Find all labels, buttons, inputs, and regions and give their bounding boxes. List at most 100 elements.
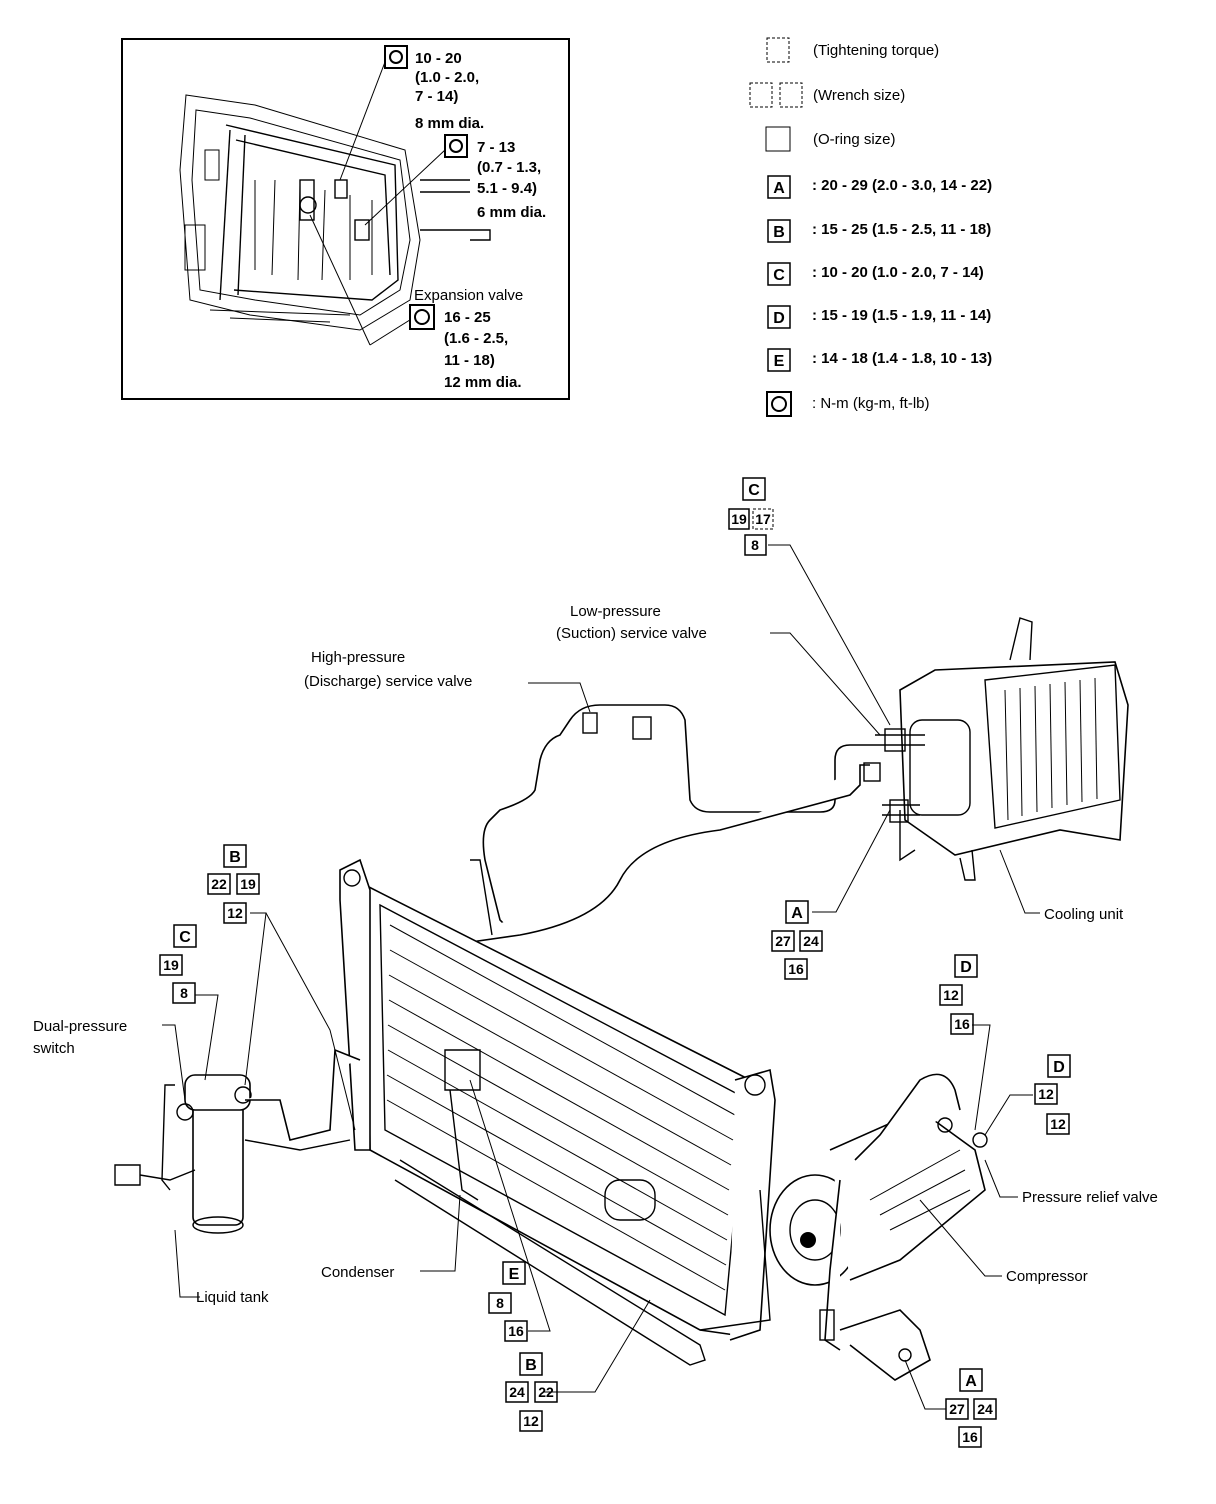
label-low-pressure-line2: (Suction) service valve (556, 625, 707, 642)
inset-torque-middle-line4: 6 mm dia. (477, 204, 546, 221)
callout-wrench-2: 19 (240, 876, 256, 892)
callout-wrench-1: 12 (1038, 1086, 1054, 1102)
inset-torque-middle-line2: (0.7 - 1.3, (477, 159, 541, 176)
compressor-drawing (699, 1073, 988, 1381)
legend-letter-d: D (773, 310, 785, 327)
callout-cooling-unit-joint: A 27 24 16 (771, 900, 823, 980)
inset-torque-lower-line2: (1.6 - 2.5, (444, 330, 508, 347)
callout-wrench-2: 22 (538, 1384, 554, 1400)
callout-letter: D (960, 959, 972, 976)
inset-torque-lower-line4: 12 mm dia. (444, 374, 522, 391)
callout-letter: B (229, 849, 241, 866)
liquid-tank-drawing (114, 1048, 361, 1234)
callout-wrench-1: 22 (211, 876, 227, 892)
tightening-torque-icon (766, 37, 790, 63)
legend-row-c: C : 10 - 20 (1.0 - 2.0, 7 - 14) (767, 262, 984, 286)
label-cooling-unit: Cooling unit (1044, 906, 1124, 923)
torque-icon (444, 134, 468, 158)
label-dual-pressure-line2: switch (33, 1040, 75, 1057)
callout-suction-valve: C 19 17 8 (728, 477, 774, 556)
callout-oring: 8 (751, 537, 759, 553)
callout-letter: A (965, 1373, 977, 1390)
legend-row-e: E : 14 - 18 (1.4 - 1.8, 10 - 13) (767, 348, 992, 372)
callout-letter: B (525, 1357, 537, 1374)
callout-oring: 16 (962, 1429, 978, 1445)
label-pressure-relief-valve: Pressure relief valve (1022, 1189, 1158, 1206)
torque-icon (409, 304, 435, 330)
callout-wrench-1: 19 (731, 511, 747, 527)
callout-liquid-tank-outlet: B 22 19 12 (207, 844, 260, 924)
inset-expansion-valve-label: Expansion valve (414, 287, 523, 304)
legend-row-b: B : 15 - 25 (1.5 - 2.5, 11 - 18) (767, 219, 991, 243)
torque-icon (384, 45, 408, 69)
condenser-drawing (339, 858, 776, 1366)
callout-compressor-discharge: D 12 12 (1034, 1054, 1071, 1135)
inset-torque-lower-line1: 16 - 25 (444, 309, 491, 326)
inset-torque-upper-line2: (1.0 - 2.0, (415, 69, 479, 86)
legend-row-a: A : 20 - 29 (2.0 - 3.0, 14 - 22) (767, 175, 992, 199)
legend-tightening-torque: (Tightening torque) (813, 42, 939, 59)
callout-wrench-1: 12 (943, 987, 959, 1003)
inset-expansion-valve-detail: 10 - 20 (1.0 - 2.0, 7 - 14) 8 mm dia. 7 … (121, 38, 570, 400)
legend-value-d: : 15 - 19 (1.5 - 1.9, 11 - 14) (812, 307, 991, 324)
inset-torque-upper-line4: 8 mm dia. (415, 115, 484, 132)
label-high-pressure-line1: High-pressure (311, 649, 405, 666)
label-compressor: Compressor (1006, 1268, 1088, 1285)
callout-letter: D (1053, 1059, 1065, 1076)
callout-letter: C (748, 482, 760, 499)
callout-wrench-1: 19 (163, 957, 179, 973)
callout-oring: 12 (227, 905, 243, 921)
legend-value-a: : 20 - 29 (2.0 - 3.0, 14 - 22) (812, 177, 992, 194)
inset-torque-lower-line3: 11 - 18) (444, 352, 495, 369)
callout-oring: 8 (180, 985, 188, 1001)
main-drawing: High-pressure (Discharge) service valve … (33, 477, 1158, 1448)
legend-letter-a: A (773, 180, 785, 197)
legend-letter-c: C (773, 267, 785, 284)
callout-oring: 12 (1050, 1116, 1066, 1132)
legend-unit-text: : N-m (kg-m, ft-lb) (812, 395, 930, 412)
callout-wrench-1: 27 (775, 933, 791, 949)
suction-and-discharge-lines (449, 704, 925, 946)
inset-torque-middle-line3: 5.1 - 9.4) (477, 180, 537, 197)
callout-oring: 16 (954, 1016, 970, 1032)
callout-wrench-2: 24 (977, 1401, 993, 1417)
legend-letter-e: E (774, 353, 785, 370)
legend-oring-size: (O-ring size) (813, 131, 896, 148)
cooling-unit-drawing (899, 617, 1129, 881)
callout-dual-pressure-switch: C 19 8 (159, 924, 197, 1004)
callout-wrench-1: 24 (509, 1384, 525, 1400)
callout-condenser-outlet: B 24 22 12 (505, 1352, 558, 1432)
leader-lines (162, 544, 1040, 1410)
oring-size-icon (765, 126, 791, 152)
legend-row-d: D : 15 - 19 (1.5 - 1.9, 11 - 14) (767, 305, 991, 329)
inset-torque-middle-line1: 7 - 13 (477, 139, 515, 156)
callout-wrench-1: 27 (949, 1401, 965, 1417)
callout-oring: 12 (523, 1413, 539, 1429)
legend: (Tightening torque) (Wrench size) (O-rin… (749, 37, 992, 417)
inset-torque-upper-line1: 10 - 20 (415, 50, 462, 67)
legend-letter-b: B (773, 224, 785, 241)
callout-condenser-inlet: E 8 16 (488, 1261, 528, 1342)
wrench-size-icon (749, 82, 803, 108)
callout-letter: C (179, 929, 191, 946)
legend-value-b: : 15 - 25 (1.5 - 2.5, 11 - 18) (812, 221, 991, 238)
legend-value-e: : 14 - 18 (1.4 - 1.8, 10 - 13) (812, 350, 992, 367)
label-condenser: Condenser (321, 1264, 394, 1281)
inset-torque-upper-line3: 7 - 14) (415, 88, 458, 105)
label-liquid-tank: Liquid tank (196, 1289, 269, 1306)
inset-cooling-unit-drawing (179, 94, 491, 331)
callout-letter: A (791, 905, 803, 922)
callout-oring: 16 (508, 1323, 524, 1339)
legend-wrench-size: (Wrench size) (813, 87, 905, 104)
callout-compressor-hose: A 27 24 16 (945, 1368, 997, 1448)
callout-letter: E (509, 1266, 520, 1283)
legend-value-c: : 10 - 20 (1.0 - 2.0, 7 - 14) (812, 264, 984, 281)
callout-oring: 16 (788, 961, 804, 977)
callout-compressor-suction: D 12 16 (939, 954, 978, 1035)
callout-wrench-2: 24 (803, 933, 819, 949)
callout-wrench-2: 17 (755, 511, 771, 527)
label-high-pressure-line2: (Discharge) service valve (304, 673, 472, 690)
label-low-pressure-line1: Low-pressure (570, 603, 661, 620)
callout-wrench-1: 8 (496, 1295, 504, 1311)
